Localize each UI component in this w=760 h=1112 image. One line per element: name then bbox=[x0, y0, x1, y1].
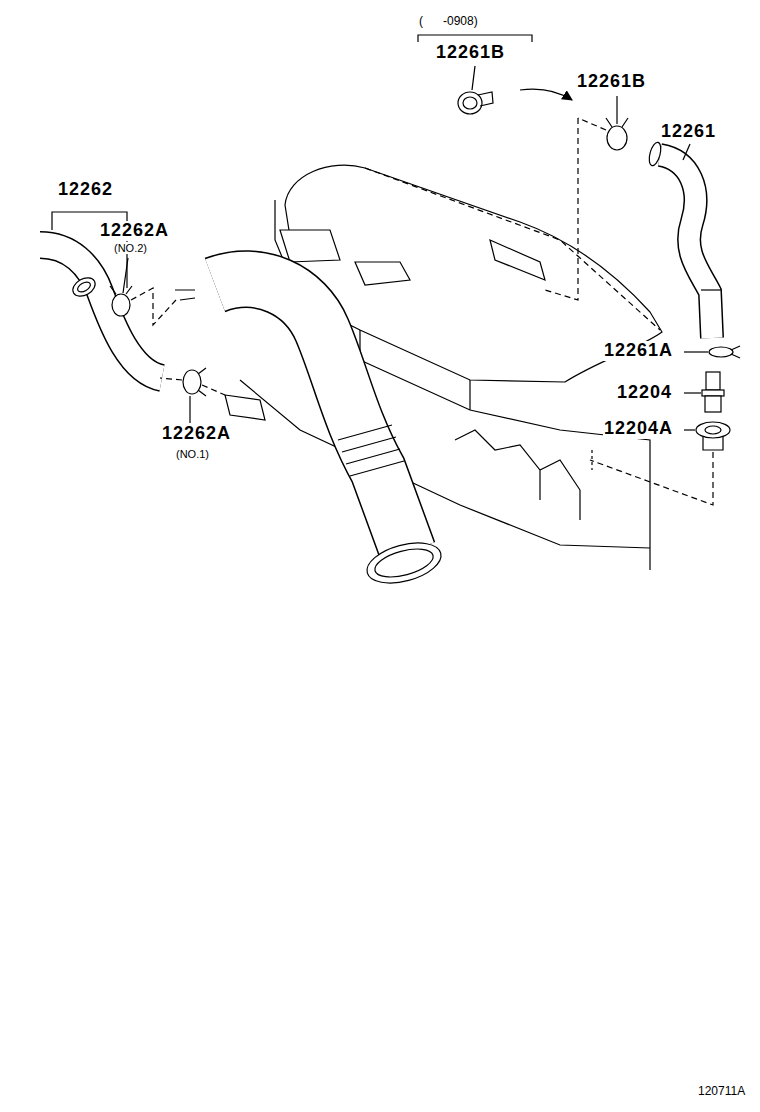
illustration-line bbox=[660, 155, 712, 338]
illustration-line bbox=[131, 288, 176, 325]
part-note: (NO.1) bbox=[175, 448, 210, 460]
illustration-line bbox=[355, 262, 410, 285]
illustration-line bbox=[590, 452, 713, 505]
illustration-line bbox=[578, 118, 606, 130]
illustration-line bbox=[731, 346, 740, 358]
illustration-line bbox=[215, 279, 408, 552]
illustration-line bbox=[225, 395, 265, 420]
callout-number: 12262 bbox=[57, 180, 114, 200]
illustration-line bbox=[472, 66, 475, 90]
illustration-line bbox=[696, 422, 730, 438]
drawing-number: 120711A bbox=[697, 1085, 746, 1098]
illustration-line bbox=[709, 347, 733, 357]
illustration-line bbox=[418, 35, 532, 42]
illustration-line bbox=[706, 372, 720, 390]
illustration-line bbox=[189, 396, 190, 423]
illustration-line bbox=[160, 378, 225, 395]
illustration-line bbox=[365, 168, 660, 330]
illustration-line bbox=[702, 390, 724, 396]
illustration-line bbox=[40, 245, 162, 378]
illustration-line bbox=[490, 240, 545, 280]
part-note: (NO.2) bbox=[113, 242, 148, 254]
illustration-line bbox=[703, 436, 723, 450]
callout-number: 12261 bbox=[660, 122, 717, 142]
illustration-line bbox=[40, 245, 162, 378]
illustration-line bbox=[684, 392, 701, 393]
illustration-line bbox=[198, 368, 206, 396]
illustration-line bbox=[683, 144, 690, 160]
illustration-line bbox=[215, 279, 408, 552]
illustration-line bbox=[372, 544, 436, 583]
illustration-line bbox=[112, 294, 130, 316]
illustration-line bbox=[520, 89, 572, 100]
date-range: ( -0908) bbox=[418, 15, 479, 28]
illustration-line bbox=[123, 258, 128, 293]
illustration-line bbox=[705, 426, 721, 434]
callout-number: 12204 bbox=[616, 383, 673, 403]
illustration-line bbox=[280, 230, 340, 262]
illustration-line bbox=[545, 118, 578, 300]
illustration-line bbox=[684, 429, 695, 430]
callout-number: 12261A bbox=[603, 341, 674, 361]
illustration-line bbox=[463, 97, 477, 109]
illustration-line bbox=[363, 536, 446, 590]
illustration-line bbox=[455, 430, 580, 520]
callout-number: 12261B bbox=[576, 72, 647, 92]
illustration-line bbox=[478, 92, 493, 106]
illustration-line bbox=[616, 96, 617, 124]
illustration-line bbox=[76, 280, 92, 294]
illustration-line bbox=[701, 289, 721, 290]
illustration-line bbox=[705, 396, 721, 412]
illustration-line bbox=[40, 35, 740, 590]
illustration-line bbox=[591, 450, 592, 470]
illustration-line bbox=[660, 155, 712, 338]
illustration-line bbox=[240, 380, 650, 548]
illustration-line bbox=[607, 126, 627, 150]
illustration-line bbox=[649, 560, 650, 570]
illustration-line bbox=[70, 274, 99, 300]
callout-number: 12262A bbox=[161, 424, 232, 444]
illustration-line bbox=[110, 286, 132, 294]
callout-number: 12262A bbox=[99, 221, 170, 241]
illustration-line bbox=[175, 290, 195, 300]
callout-number: 12204A bbox=[603, 419, 674, 439]
illustration-line bbox=[647, 141, 663, 167]
callout-number: 12261B bbox=[435, 43, 506, 63]
illustration-line bbox=[684, 351, 708, 352]
illustration-line bbox=[338, 425, 404, 476]
